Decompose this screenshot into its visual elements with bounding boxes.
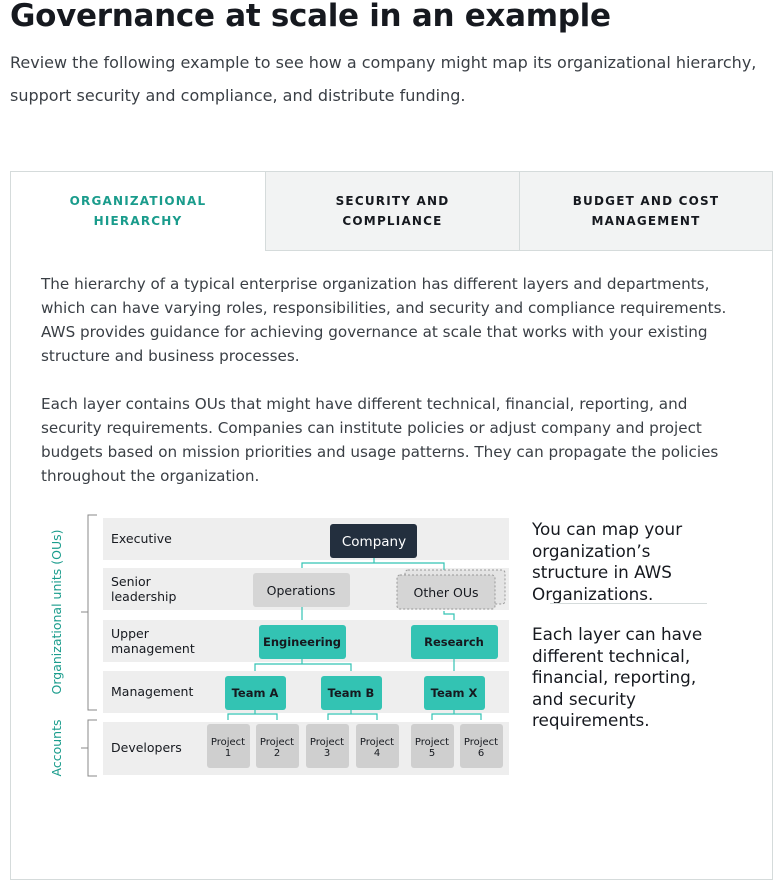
tab-bar: ORGANIZATIONAL HIERARCHY SECURITY AND CO… <box>11 172 772 252</box>
operations-node-label: Operations <box>267 583 336 598</box>
layer-upper-1: Upper <box>111 626 150 641</box>
ous-bracket <box>81 514 97 711</box>
accounts-bracket <box>81 719 97 777</box>
operations-node <box>253 573 350 607</box>
accounts-group-label: Accounts <box>49 720 64 777</box>
project-1-label: Project <box>211 737 245 748</box>
tabbed-panel: ORGANIZATIONAL HIERARCHY SECURITY AND CO… <box>10 171 773 880</box>
project-2-node <box>256 724 299 768</box>
other-ous-node <box>396 574 496 610</box>
project-6-node <box>460 724 503 768</box>
tab-budget-and-cost-management[interactable]: BUDGET AND COST MANAGEMENT <box>519 172 772 251</box>
company-node <box>330 524 417 558</box>
layer-senior-2: leadership <box>111 589 176 604</box>
project-6-label: Project <box>464 737 498 748</box>
project-5-label: Project <box>415 737 449 748</box>
research-node-label: Research <box>424 635 484 649</box>
page-title: Governance at scale in an example <box>10 0 611 34</box>
hierarchy-paragraph-1: The hierarchy of a typical enterprise or… <box>41 275 727 365</box>
other-ous-node-label: Other OUs <box>414 585 479 600</box>
intro-text: Review the following example to see how … <box>10 53 757 105</box>
project-4-num: 4 <box>374 748 380 759</box>
project-1-node <box>207 724 250 768</box>
layer-developers: Developers <box>111 740 182 755</box>
engineering-node-label: Engineering <box>263 635 341 649</box>
project-3-num: 3 <box>324 748 330 759</box>
team-b-node <box>321 676 382 710</box>
tab-organizational-hierarchy[interactable]: ORGANIZATIONAL HIERARCHY <box>11 172 265 251</box>
company-node-label: Company <box>342 534 406 550</box>
side-note-divider <box>550 603 707 604</box>
tab-security-and-compliance[interactable]: SECURITY AND COMPLIANCE <box>265 172 519 251</box>
project-5-node <box>411 724 454 768</box>
project-2-num: 2 <box>274 748 280 759</box>
layer-management: Management <box>111 684 193 699</box>
project-5-num: 5 <box>429 748 435 759</box>
project-4-label: Project <box>360 737 394 748</box>
layer-executive: Executive <box>111 531 172 546</box>
ous-group-label: Organizational units (OUs) <box>49 530 64 695</box>
side-note-layer-requirements: Each layer can have different technical,… <box>532 624 703 730</box>
connectors <box>227 555 482 720</box>
project-6-num: 6 <box>478 748 484 759</box>
band-executive <box>103 518 509 560</box>
project-4-node <box>356 724 399 768</box>
team-a-node-label: Team A <box>232 686 279 700</box>
engineering-node <box>259 625 346 659</box>
research-node <box>411 625 498 659</box>
org-hierarchy-diagram: Organizational units (OUs) Accounts Exec… <box>49 514 509 777</box>
project-3-node <box>306 724 349 768</box>
project-3-label: Project <box>310 737 344 748</box>
team-x-node <box>424 676 485 710</box>
team-a-node <box>225 676 286 710</box>
layer-upper-2: management <box>111 641 195 656</box>
side-note-map-structure: You can map your organization’s structur… <box>532 519 683 604</box>
project-1-num: 1 <box>225 748 231 759</box>
layer-senior-1: Senior <box>111 574 152 589</box>
team-b-node-label: Team B <box>328 686 375 700</box>
project-2-label: Project <box>260 737 294 748</box>
hierarchy-paragraph-2: Each layer contains OUs that might have … <box>41 395 719 485</box>
team-x-node-label: Team X <box>431 686 478 700</box>
